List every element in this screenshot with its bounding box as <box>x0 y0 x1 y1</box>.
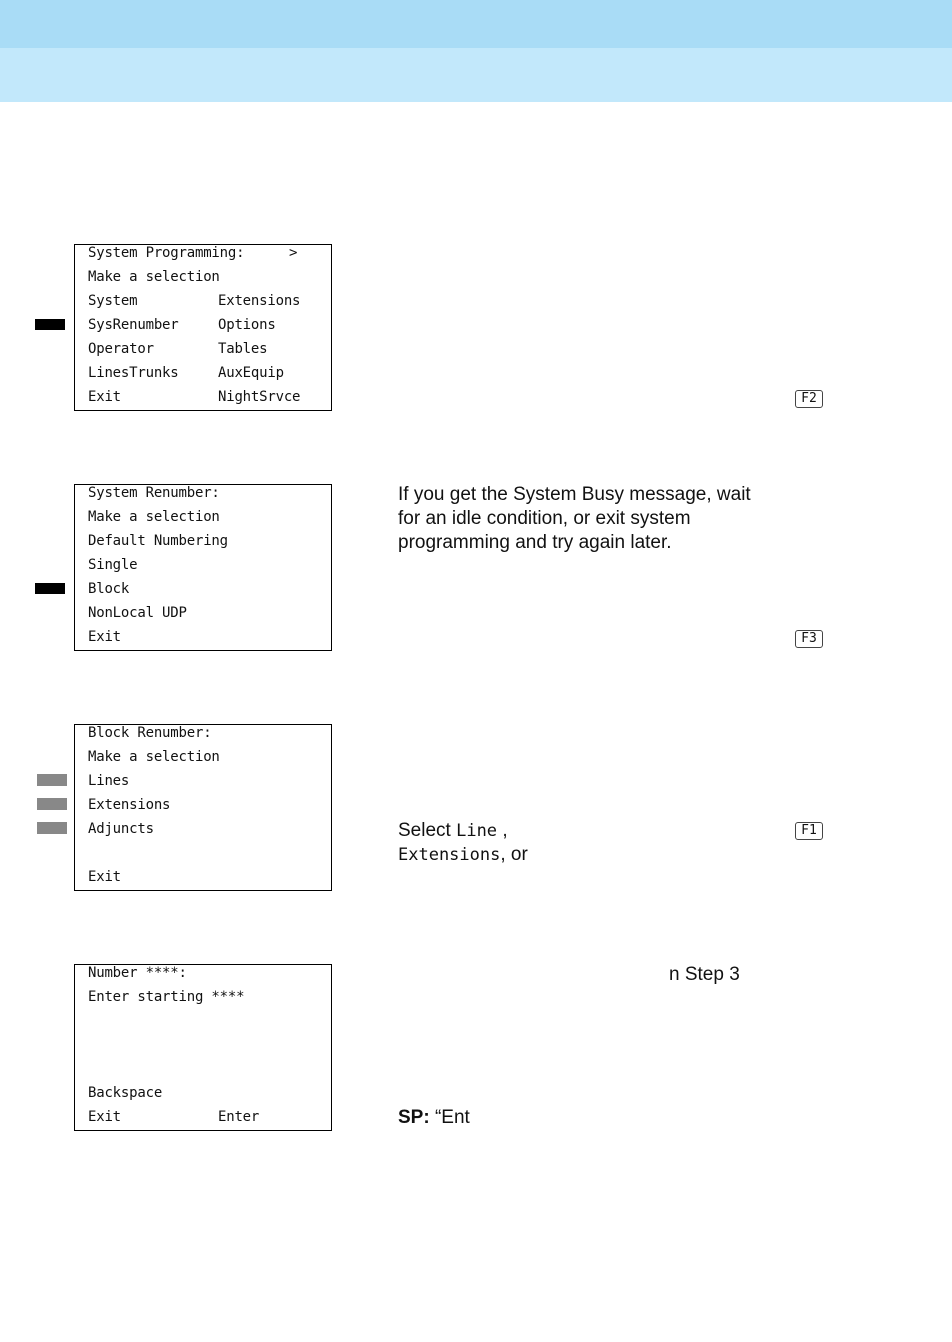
lcd-screen-system-renumber: System Renumber: Make a selection Defaul… <box>74 484 332 651</box>
lcd-screen-block-renumber: Block Renumber: Make a selection Lines E… <box>74 724 332 891</box>
menu-item-lines[interactable]: Lines <box>88 773 130 789</box>
menu-item-nightsrvce[interactable]: NightSrvce <box>218 389 301 405</box>
sp-label: SP: <box>398 1107 430 1128</box>
screen-title: Block Renumber: <box>88 725 212 741</box>
menu-item-adjuncts[interactable]: Adjuncts <box>88 821 154 837</box>
fkey-f2-button[interactable]: F2 <box>795 390 823 408</box>
menu-item-operator[interactable]: Operator <box>88 341 154 357</box>
select-instruction: Select Line , Extensions, or <box>398 819 528 867</box>
enter-option[interactable]: Enter <box>218 1109 260 1125</box>
screen-title: Number ****: <box>88 965 187 981</box>
selection-marker-sysrenumber <box>35 319 65 330</box>
menu-item-extensions[interactable]: Extensions <box>88 797 171 813</box>
step-reference: n Step 3 <box>669 964 740 985</box>
select-line-option: Line <box>456 821 498 841</box>
screen-title: System Renumber: <box>88 485 220 501</box>
menu-item-single[interactable]: Single <box>88 557 138 573</box>
backspace-option[interactable]: Backspace <box>88 1085 163 1101</box>
busy-note-line: for an idle condition, or exit system <box>398 508 691 529</box>
busy-note-line: programming and try again later. <box>398 532 672 553</box>
screen-prompt: Make a selection <box>88 749 220 765</box>
menu-item-nonlocal-udp[interactable]: NonLocal UDP <box>88 605 187 621</box>
menu-item-exit[interactable]: Exit <box>88 629 121 645</box>
menu-item-auxequip[interactable]: AuxEquip <box>218 365 284 381</box>
menu-item-extensions[interactable]: Extensions <box>218 293 301 309</box>
fkey-f3-button[interactable]: F3 <box>795 630 823 648</box>
busy-note: If you get the System Busy message, wait… <box>398 483 751 555</box>
select-suffix: , or <box>500 844 528 865</box>
screen-prompt: Make a selection <box>88 509 220 525</box>
menu-item-block[interactable]: Block <box>88 581 130 597</box>
lcd-screen-number-entry: Number ****: Enter starting **** Backspa… <box>74 964 332 1131</box>
menu-item-system[interactable]: System <box>88 293 138 309</box>
header-band-top <box>0 0 952 48</box>
lcd-screen-system-programming: System Programming: > Make a selection S… <box>74 244 332 411</box>
selection-marker-block <box>35 583 65 594</box>
option-marker-lines <box>37 774 67 786</box>
screen-prompt: Make a selection <box>88 269 220 285</box>
more-arrow-icon: > <box>289 245 298 261</box>
screen-title: System Programming: <box>88 245 245 261</box>
screen-prompt: Enter starting **** <box>88 989 245 1005</box>
busy-note-line: If you get the System Busy message, wait <box>398 484 751 505</box>
menu-item-exit[interactable]: Exit <box>88 389 121 405</box>
header-band-bottom <box>0 48 952 102</box>
fkey-f1-button[interactable]: F1 <box>795 822 823 840</box>
menu-item-sysrenumber[interactable]: SysRenumber <box>88 317 179 333</box>
select-prefix: Select <box>398 820 457 841</box>
select-separator: , <box>497 820 508 841</box>
menu-item-exit[interactable]: Exit <box>88 869 121 885</box>
menu-item-default-numbering[interactable]: Default Numbering <box>88 533 228 549</box>
option-marker-extensions <box>37 798 67 810</box>
menu-item-options[interactable]: Options <box>218 317 276 333</box>
menu-item-linestrunks[interactable]: LinesTrunks <box>88 365 179 381</box>
sp-note: SP: “Ent <box>398 1106 470 1130</box>
menu-item-tables[interactable]: Tables <box>218 341 268 357</box>
menu-item-exit[interactable]: Exit <box>88 1109 121 1125</box>
select-extensions-option: Extensions <box>398 845 501 865</box>
option-marker-adjuncts <box>37 822 67 834</box>
sp-text: “Ent <box>429 1107 470 1128</box>
